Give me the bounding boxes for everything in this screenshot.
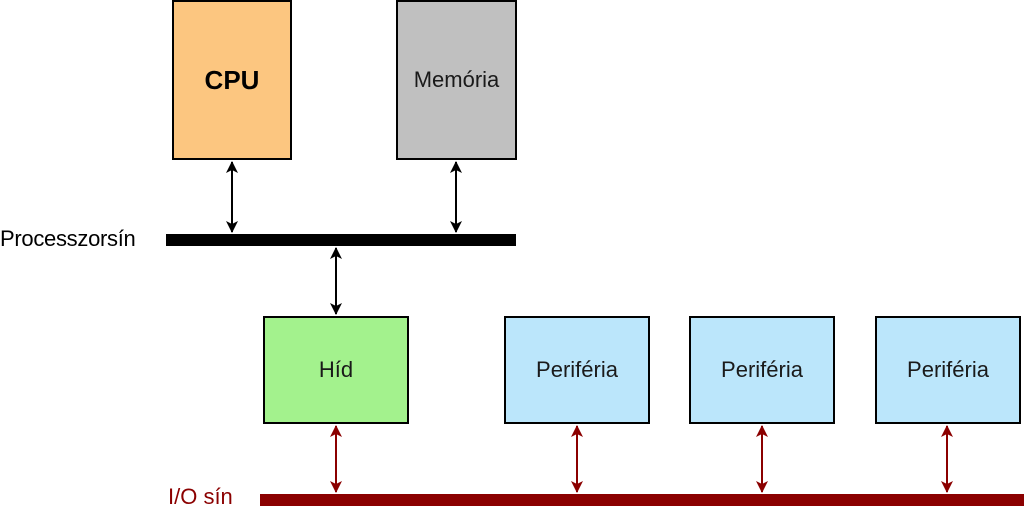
- peripheral-label: Periféria: [907, 357, 989, 382]
- bridge-box: Híd: [263, 316, 409, 424]
- peripheral-box: Periféria: [875, 316, 1021, 424]
- memory-box: Memória: [396, 0, 517, 160]
- memory-label: Memória: [413, 67, 500, 92]
- bridge-label: Híd: [318, 357, 354, 382]
- processor-bus-label: Processzorsín: [0, 226, 136, 251]
- cpu-label: CPU: [204, 64, 260, 95]
- peripheral-label: Periféria: [721, 357, 803, 382]
- io-bus: [260, 494, 1024, 506]
- peripheral-box: Periféria: [504, 316, 650, 424]
- io-bus-label: I/O sín: [168, 484, 233, 509]
- peripheral-label: Periféria: [536, 357, 618, 382]
- cpu-box: CPU: [172, 0, 292, 160]
- processor-bus: [166, 234, 516, 246]
- peripheral-box: Periféria: [689, 316, 835, 424]
